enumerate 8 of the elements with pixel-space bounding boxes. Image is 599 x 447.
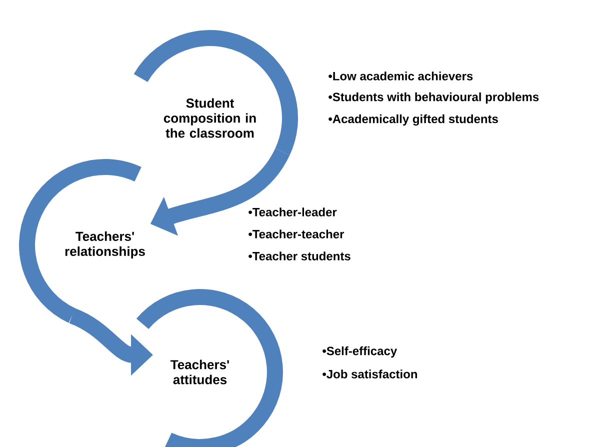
bullet-item: •Academically gifted students — [328, 114, 498, 126]
bullet-item: •Students with behavioural problems — [328, 92, 539, 104]
bullet-item: •Self-efficacy — [322, 346, 398, 358]
bullet-item: •Teacher students — [248, 252, 350, 260]
bullet-item: •Job satisfaction — [322, 370, 417, 378]
bullet-item: •Teacher-teacher — [248, 230, 344, 238]
bullet-item: •Teacher-leader — [248, 208, 337, 216]
bullet-item: •Low academic achievers — [328, 72, 473, 80]
